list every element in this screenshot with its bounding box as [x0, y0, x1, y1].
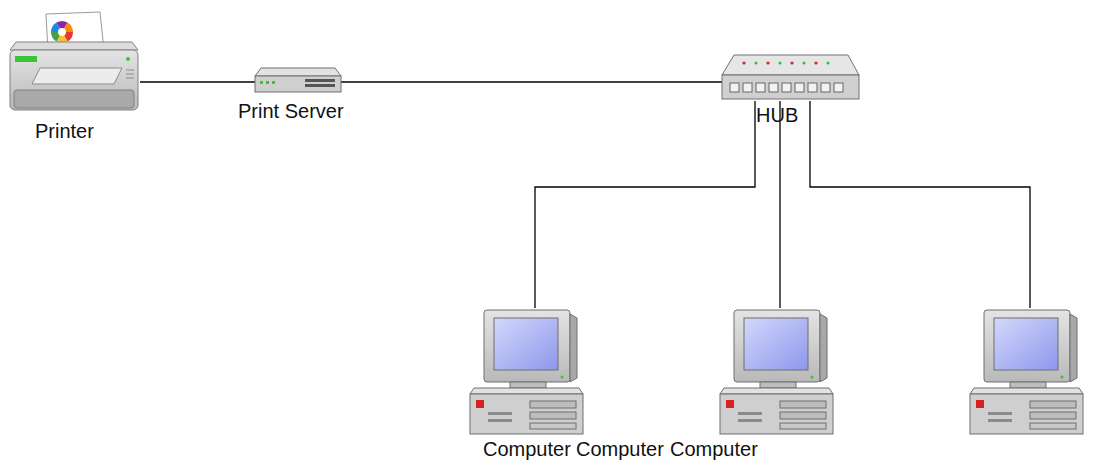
server-led	[272, 81, 275, 84]
hub-leds	[742, 61, 829, 64]
network-cable	[535, 101, 755, 308]
printer-vents	[126, 70, 134, 78]
output-tray	[32, 68, 122, 84]
network-cable	[341, 81, 722, 82]
computer-node: Computer	[970, 308, 1083, 436]
hub-port	[808, 83, 817, 92]
computer-illustration	[970, 310, 1083, 434]
hub-port	[782, 83, 791, 92]
hub-led	[826, 61, 829, 64]
hub-node: HUB	[722, 55, 859, 101]
hub-led	[778, 61, 781, 64]
hub-port	[743, 83, 752, 92]
hub-led	[742, 61, 745, 64]
server-port	[305, 79, 335, 82]
computer-illustration	[470, 310, 583, 434]
hub-top	[722, 55, 859, 75]
hub-port	[795, 83, 804, 92]
hub-ports	[730, 83, 843, 92]
server-front	[255, 76, 341, 92]
network-cable	[810, 101, 1030, 308]
hub-led	[754, 61, 757, 64]
hub-port	[821, 83, 830, 92]
hub-led	[790, 61, 793, 64]
device-label: Computer	[670, 438, 758, 460]
server-led	[260, 81, 263, 84]
network-cable	[140, 81, 255, 82]
hub-port	[730, 83, 739, 92]
server-top	[255, 68, 341, 76]
computer-node: Computer	[470, 308, 583, 436]
hub-led	[766, 61, 769, 64]
device-label: Print Server	[238, 100, 344, 122]
hub-port	[769, 83, 778, 92]
color-wheel	[51, 21, 73, 43]
device-label: Computer	[483, 438, 571, 460]
computer-node: Computer	[720, 308, 833, 436]
hub-illustration	[722, 55, 859, 99]
wheel-hub	[58, 28, 66, 36]
printer-illustration	[10, 12, 138, 110]
computer-illustration	[720, 310, 833, 434]
printer-led	[126, 57, 130, 61]
printer-top	[10, 42, 138, 50]
paper-drawer	[14, 90, 134, 108]
device-label: Computer	[576, 438, 664, 460]
server-led	[266, 81, 269, 84]
device-label: Printer	[35, 120, 94, 142]
print-server-node: Print Server	[255, 68, 341, 94]
printer-display	[15, 56, 37, 62]
connector-group	[140, 82, 1030, 308]
printer-body	[10, 50, 138, 110]
server-port	[305, 84, 335, 87]
print-server-illustration	[255, 68, 341, 92]
network-cable	[779, 101, 780, 308]
hub-led	[814, 61, 817, 64]
device-label: HUB	[756, 104, 798, 126]
printer-node: Printer	[10, 12, 140, 115]
hub-front	[722, 75, 859, 99]
hub-port	[756, 83, 765, 92]
hub-led	[802, 61, 805, 64]
hub-port	[834, 83, 843, 92]
